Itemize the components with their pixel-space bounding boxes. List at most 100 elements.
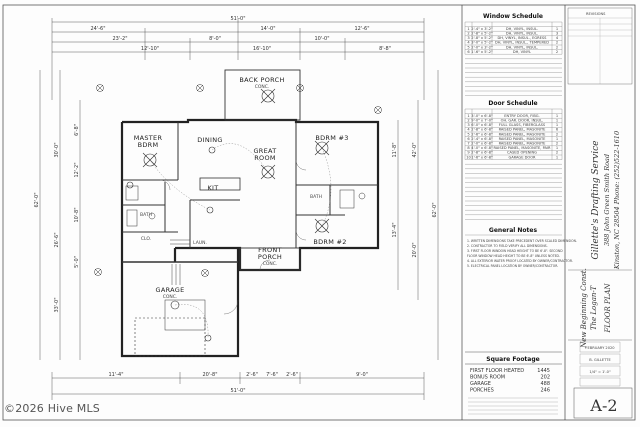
window-row-qty: 4 <box>556 36 559 40</box>
door-swings <box>159 159 307 315</box>
window-row-desc: DH, VINYL, INSUL. <box>506 32 538 36</box>
room-bdrm2: BDRM #2 <box>313 238 346 246</box>
dim-top-8: 16'-10" <box>253 46 271 52</box>
door-row-size: 2'-4" x 6'-8" <box>471 137 493 141</box>
door-row-desc: OH. GAR. DOOR, INSUL. <box>501 119 544 123</box>
window-row-desc: DH, VINYL <box>513 50 531 54</box>
dim-top-4: 23'-2" <box>112 36 127 42</box>
room-back-porch: BACK PORCH <box>239 76 284 84</box>
dim-left-6: 10'-8" <box>74 207 80 222</box>
exterior-light-icons <box>94 84 382 277</box>
general-note: 2. CONTRACTOR TO FIELD VERIFY ALL DIMENS… <box>467 244 548 248</box>
sqft-value: 1445 <box>537 368 550 374</box>
window-row-size: 2'-0" x 3'-2" <box>471 45 493 49</box>
sheet-number: A-2 <box>590 395 618 415</box>
dimension-lines <box>39 18 439 400</box>
door-row-mark: 2 <box>467 119 469 123</box>
dim-left-7: 5'-0" <box>74 256 80 268</box>
general-note: 4. ALL EXTERIOR WATER PROOF LOCATED BY O… <box>467 259 573 263</box>
mls-watermark: ©2026 Hive MLS <box>4 402 100 415</box>
door-row-qty: 1 <box>556 114 558 118</box>
dim-left-2: 33'-0" <box>54 297 60 312</box>
dim-top-6: 10'-0" <box>314 36 329 42</box>
dim-left-1: 30'-0" <box>54 142 60 157</box>
firm-address-2: Kinston, NC 28504 Phone: (252)522-1610 <box>613 131 621 270</box>
info-boxes <box>579 341 621 387</box>
sqft-label: BONUS ROOM <box>470 375 505 381</box>
general-notes-title: General Notes <box>489 227 538 234</box>
door-row-mark: 5 <box>467 132 469 136</box>
door-row-size: 1'-6" x 6'-8" <box>471 155 493 159</box>
revisions-label: REVISIONS <box>586 12 606 16</box>
door-row-mark: 1 <box>467 114 469 118</box>
door-row-size: 2'-6" x 6'-8" <box>471 132 493 136</box>
room-laun: LAUN. <box>193 240 207 246</box>
dim-top-1: 24'-6" <box>90 26 105 32</box>
general-note: 1. WRITTEN DIMENSIONS TAKE PRECEDENT OVE… <box>467 239 577 243</box>
sheet-name: FLOOR PLAN <box>604 283 612 334</box>
steps <box>170 239 190 285</box>
dim-left-0: 62'-0" <box>34 192 40 207</box>
sqft-value: 246 <box>540 388 550 394</box>
door-row-size: 4'-0" x 6'-8" <box>471 146 493 150</box>
sqft-label: PORCHES <box>470 388 494 394</box>
door-row-size: 2'-8" x 6'-8" <box>471 128 493 132</box>
window-row-qty: 2 <box>556 45 558 49</box>
door-row-desc: ENTRY DOOR, FIBG. <box>504 114 539 118</box>
bath-fixtures <box>125 185 366 227</box>
dim-right-0: 62'-0" <box>432 202 438 217</box>
door-row-qty: 1 <box>556 137 558 141</box>
room-great-2: ROOM <box>254 154 276 162</box>
window-row-desc: DH, VINYL, INSUL., EGRESS <box>498 36 548 40</box>
room-back-porch-sub: CONC. <box>255 84 270 90</box>
window-row-desc: DH, VINYL, INSUL. <box>506 45 538 49</box>
door-schedule-title: Door Schedule <box>488 100 537 107</box>
door-row-qty: 1 <box>556 123 558 127</box>
door-row-desc: FULL GLASS, FIBERGLASS <box>499 123 546 127</box>
dim-right-3: 13'-4" <box>392 222 398 237</box>
room-great: GREAT <box>253 147 276 155</box>
window-row-desc: DH, VINYL, INSUL. <box>506 27 538 31</box>
firm-name: Gillette's Drafting Service <box>591 141 601 260</box>
door-row-size: 6'-0" x 6'-8" <box>471 123 493 127</box>
room-front-porch-2: PORCH <box>258 253 282 261</box>
door-row-qty: 1 <box>556 146 558 150</box>
window-row-size: 2'-8" x 5'-2" <box>471 32 493 36</box>
drawing-scale: 1/4" = 1'-0" <box>589 370 611 374</box>
door-row-mark: 9 <box>467 151 470 155</box>
room-garage-sub: CONC. <box>163 294 178 300</box>
window-row-mark: 6 <box>467 50 470 54</box>
dim-bottom-0: 11'-4" <box>108 372 123 378</box>
sqft-label: GARAGE <box>470 381 491 387</box>
door-row-mark: 10 <box>466 155 471 159</box>
fine-print-lines <box>468 397 558 415</box>
door-row-mark: 7 <box>467 142 469 146</box>
dim-top-3: 12'-6" <box>354 26 369 32</box>
sheet-number-box <box>573 387 633 419</box>
door-row-qty: 2 <box>556 142 558 146</box>
door-row-qty: 1 <box>556 155 558 159</box>
sqft-value: 488 <box>540 381 550 387</box>
window-row-qty: 2 <box>556 41 558 45</box>
dim-left-5: 12'-2" <box>74 162 80 177</box>
door-row-desc: CASED OPENING <box>507 151 537 155</box>
sqft-label: FIRST FLOOR HEATED <box>470 368 524 374</box>
project-name-1: New Beginning Const. <box>580 268 588 349</box>
door-row-mark: 6 <box>467 137 470 141</box>
dim-bottom-4: 2'-6" <box>286 372 298 378</box>
door-row-mark: 4 <box>467 128 470 132</box>
firm-address-1: 388 John Green Smith Road <box>603 154 611 246</box>
window-row-size: 1'-6" x 5'-2" <box>471 50 493 54</box>
door-row-qty: 6 <box>556 128 559 132</box>
door-row-mark: 8 <box>467 146 470 150</box>
dim-right-2: 11'-8" <box>392 142 398 157</box>
room-bath1: BATH <box>140 212 152 218</box>
dim-right-4: 20'-0" <box>412 242 418 257</box>
door-row-qty: 2 <box>556 151 558 155</box>
door-schedule-grid <box>464 108 563 220</box>
window-row-mark: 5 <box>467 45 469 49</box>
